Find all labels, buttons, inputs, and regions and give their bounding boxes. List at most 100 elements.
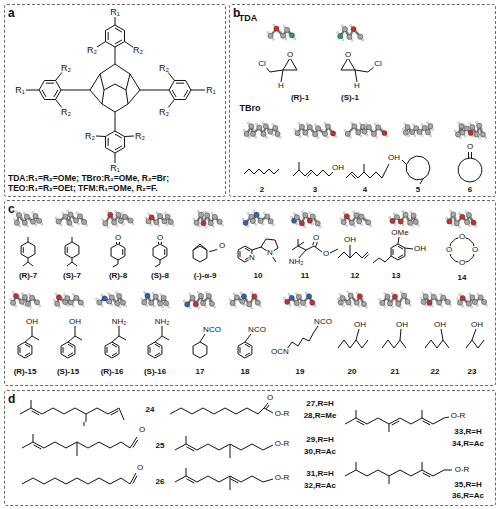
compound-number: 14 bbox=[458, 274, 467, 282]
atom-label: NH₂ bbox=[288, 258, 304, 266]
substituent-label: R₁ bbox=[15, 86, 25, 95]
crystal-structure bbox=[402, 122, 434, 138]
crystal-structure bbox=[242, 210, 275, 227]
panel-heading: TDA bbox=[239, 14, 258, 23]
crystal-structure bbox=[267, 24, 296, 40]
structure-bonds bbox=[18, 17, 484, 490]
crystal-structure bbox=[53, 293, 84, 309]
crystal-structure bbox=[336, 24, 364, 41]
crystal-structure bbox=[389, 210, 420, 227]
atom-label: NCO bbox=[203, 326, 222, 334]
compound-number: (S)-16 bbox=[144, 368, 166, 376]
crystal-structure bbox=[340, 211, 372, 228]
crystal-structure bbox=[55, 210, 88, 228]
atom-label: O bbox=[138, 426, 145, 434]
substituent-label: R₁ bbox=[110, 8, 120, 17]
crystal-structure bbox=[140, 291, 169, 308]
compound-number: 10 bbox=[254, 272, 263, 280]
atom-label: NH₂ bbox=[154, 318, 170, 326]
compound-number: 25 bbox=[156, 442, 165, 450]
atom-label: O-R bbox=[274, 440, 290, 448]
atom-label: OH bbox=[69, 318, 82, 326]
crystal-structure bbox=[283, 292, 316, 308]
substituent-label: R₁ bbox=[110, 164, 120, 173]
substituent-label: R₂ bbox=[159, 108, 169, 117]
substituent-label: R₂ bbox=[61, 108, 71, 117]
compound-number: 36,R=Ac bbox=[452, 492, 484, 500]
atom-label: NCO bbox=[248, 326, 267, 334]
compound-number: (-)-α-9 bbox=[194, 272, 217, 280]
compound-number: 5 bbox=[416, 186, 420, 194]
panel-letter: c bbox=[8, 202, 15, 216]
panel-heading: TBro bbox=[240, 104, 261, 113]
atom-label: OCN bbox=[271, 348, 290, 356]
atom-label: O bbox=[445, 246, 452, 254]
atom-label: OH bbox=[332, 164, 345, 172]
atom-label: OH bbox=[388, 154, 401, 162]
atom-label: O-R bbox=[454, 466, 470, 474]
compound-number: 23 bbox=[468, 368, 477, 376]
atom-label: O bbox=[458, 233, 465, 241]
crystal-structure bbox=[229, 292, 262, 309]
compound-number: 35,R=H bbox=[454, 481, 481, 489]
substituent-label: R₂ bbox=[85, 132, 95, 141]
crystal-structure bbox=[337, 291, 368, 309]
crystal-structure bbox=[446, 210, 478, 228]
crystal-structure bbox=[379, 291, 412, 309]
compound-number: 18 bbox=[241, 368, 250, 376]
crystal-structure bbox=[13, 211, 43, 228]
crystal-structure bbox=[183, 291, 215, 309]
compound-number: 29,R=H bbox=[306, 436, 333, 444]
atom-label: O bbox=[156, 234, 163, 242]
compound-number: 11 bbox=[301, 272, 309, 280]
atom-label: O bbox=[286, 51, 293, 59]
compound-number: 31,R=H bbox=[306, 470, 333, 478]
panel-letter: d bbox=[8, 392, 15, 406]
compound-number: (R)-1 bbox=[291, 94, 309, 102]
compound-number: 24 bbox=[146, 406, 155, 414]
atom-label: O-R bbox=[450, 412, 466, 420]
atom-label: O bbox=[344, 51, 351, 59]
compound-number: 33,R=H bbox=[454, 428, 481, 436]
crystal-structure bbox=[96, 291, 127, 308]
panel-caption: TDA:R₁=R₂=OMe; TBro:R₁=OMe, R₂=Br; TEO:R… bbox=[8, 173, 222, 194]
crystal-structure bbox=[243, 122, 282, 139]
compound-number: 12 bbox=[351, 272, 360, 280]
atom-label: H bbox=[354, 82, 361, 90]
crystal-structure bbox=[294, 122, 337, 139]
panel-frame: c bbox=[4, 200, 496, 386]
compound-number: 6 bbox=[468, 186, 472, 194]
atom-label: O-R bbox=[274, 410, 290, 418]
substituent-label: R₂ bbox=[133, 46, 143, 55]
atom-label: OH bbox=[354, 321, 367, 329]
substituent-label: R₁ bbox=[206, 86, 216, 95]
compound-number: (R)-7 bbox=[19, 272, 37, 280]
atom-label: O bbox=[136, 464, 143, 472]
atom-label: OH bbox=[414, 245, 427, 253]
compound-number: (S)-8 bbox=[151, 272, 169, 280]
atom-label: NCO bbox=[314, 318, 333, 326]
panel-frame: b bbox=[229, 4, 496, 197]
compound-number: 20 bbox=[348, 368, 357, 376]
atom-label: OH bbox=[344, 236, 357, 244]
crystal-structure bbox=[290, 211, 321, 229]
crystal-structure bbox=[102, 210, 135, 228]
crystal-structure bbox=[193, 210, 224, 228]
substituent-label: R₂ bbox=[87, 46, 97, 55]
atom-label: OMe bbox=[391, 229, 409, 237]
crystal-structure bbox=[420, 292, 452, 308]
substituent-label: R₂ bbox=[135, 132, 145, 141]
compound-number: 28,R=Me bbox=[304, 412, 337, 420]
atom-label: N bbox=[249, 254, 256, 262]
compound-number: 13 bbox=[392, 272, 401, 280]
compound-number: 21 bbox=[391, 368, 400, 376]
panel-letter: a bbox=[8, 6, 15, 20]
crystal-structure bbox=[145, 211, 175, 226]
atom-label: O bbox=[458, 259, 465, 267]
compound-number: 3 bbox=[313, 186, 317, 194]
substituent-label: R₂ bbox=[159, 64, 169, 73]
atom-label: O bbox=[471, 246, 478, 254]
panel-frame: d bbox=[4, 390, 496, 506]
compound-number: 4 bbox=[363, 186, 367, 194]
compound-number: 22 bbox=[431, 368, 440, 376]
